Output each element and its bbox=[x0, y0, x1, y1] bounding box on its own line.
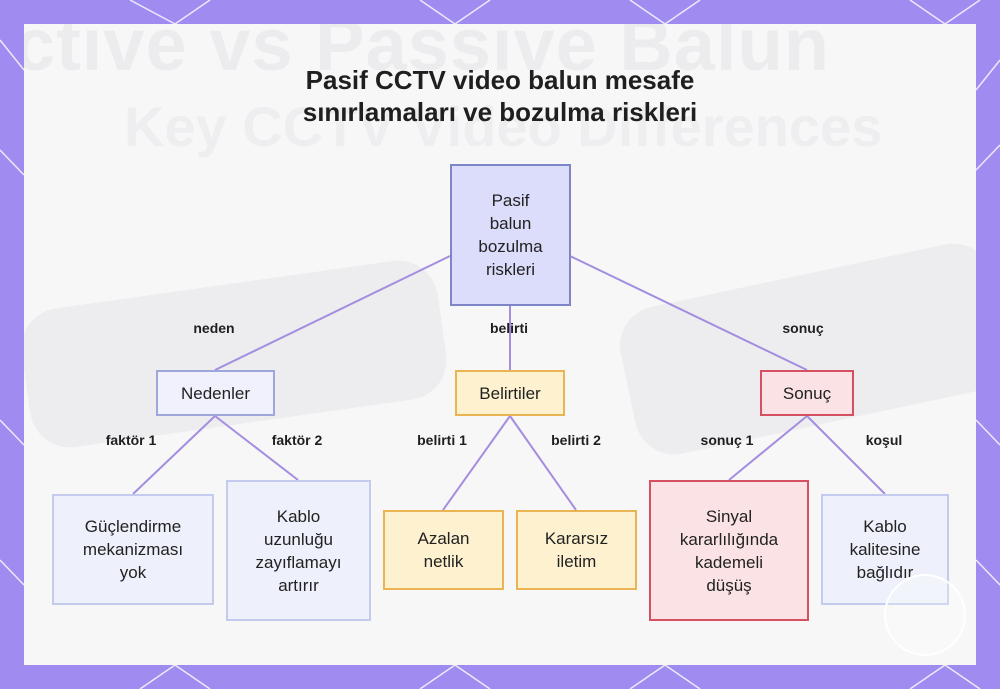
node-unstable-transmission-label: Kararsız iletim bbox=[544, 529, 609, 571]
node-causes: Nedenler bbox=[156, 370, 275, 416]
edge-label-neden: neden bbox=[193, 320, 235, 336]
node-no-amplification-label: Güçlendirme mekanizması yok bbox=[82, 517, 184, 582]
edge-label-belirti-2: belirti 2 bbox=[551, 432, 601, 448]
node-unstable-transmission: Kararsız iletim bbox=[516, 510, 637, 590]
node-no-amplification: Güçlendirme mekanizması yok bbox=[52, 494, 214, 605]
node-symptoms-label: Belirtiler bbox=[479, 383, 541, 403]
node-cable-length-label: Kablo uzunluğu zayıflamayı artırır bbox=[255, 506, 342, 595]
edge-label-sonuc-1: sonuç 1 bbox=[700, 432, 754, 448]
node-reduced-clarity-label: Azalan netlik bbox=[417, 529, 470, 571]
node-symptoms: Belirtiler bbox=[455, 370, 565, 416]
background-watermark-subtext: Key CCTV Video Differences bbox=[124, 95, 883, 158]
node-root-label: Pasif balun bozulma riskleri bbox=[478, 191, 543, 279]
edge-label-belirti: belirti bbox=[489, 320, 529, 336]
title-line-1: Pasif CCTV video balun mesafe bbox=[305, 65, 695, 95]
background-watermark-text: ctive vs Passive Balun bbox=[24, 24, 830, 86]
node-signal-degradation: Sinyal kararlılığında kademeli düşüş bbox=[649, 480, 809, 621]
watermark-logo bbox=[884, 574, 966, 656]
node-reduced-clarity: Azalan netlik bbox=[383, 510, 504, 590]
title-line-2: sınırlamaları ve bozulma riskleri bbox=[302, 97, 698, 127]
node-root: Pasif balun bozulma riskleri bbox=[450, 164, 571, 306]
edge-label-belirti-1: belirti 1 bbox=[417, 432, 467, 448]
node-causes-label: Nedenler bbox=[181, 383, 250, 403]
diagram-title: Pasif CCTV video balun mesafe sınırlamal… bbox=[0, 64, 1000, 128]
node-cable-length: Kablo uzunluğu zayıflamayı artırır bbox=[226, 480, 371, 621]
edge-label-faktor-1: faktör 1 bbox=[105, 432, 157, 448]
node-result-label: Sonuç bbox=[782, 383, 832, 403]
edge-label-faktor-2: faktör 2 bbox=[271, 432, 323, 448]
edge-label-sonuc: sonuç bbox=[782, 320, 824, 336]
node-result: Sonuç bbox=[760, 370, 854, 416]
node-signal-degradation-label: Sinyal kararlılığında kademeli düşüş bbox=[679, 506, 779, 595]
edge-label-kosul: koşul bbox=[865, 432, 903, 448]
node-cable-quality-label: Kablo kalitesine bağlıdır bbox=[849, 517, 921, 582]
